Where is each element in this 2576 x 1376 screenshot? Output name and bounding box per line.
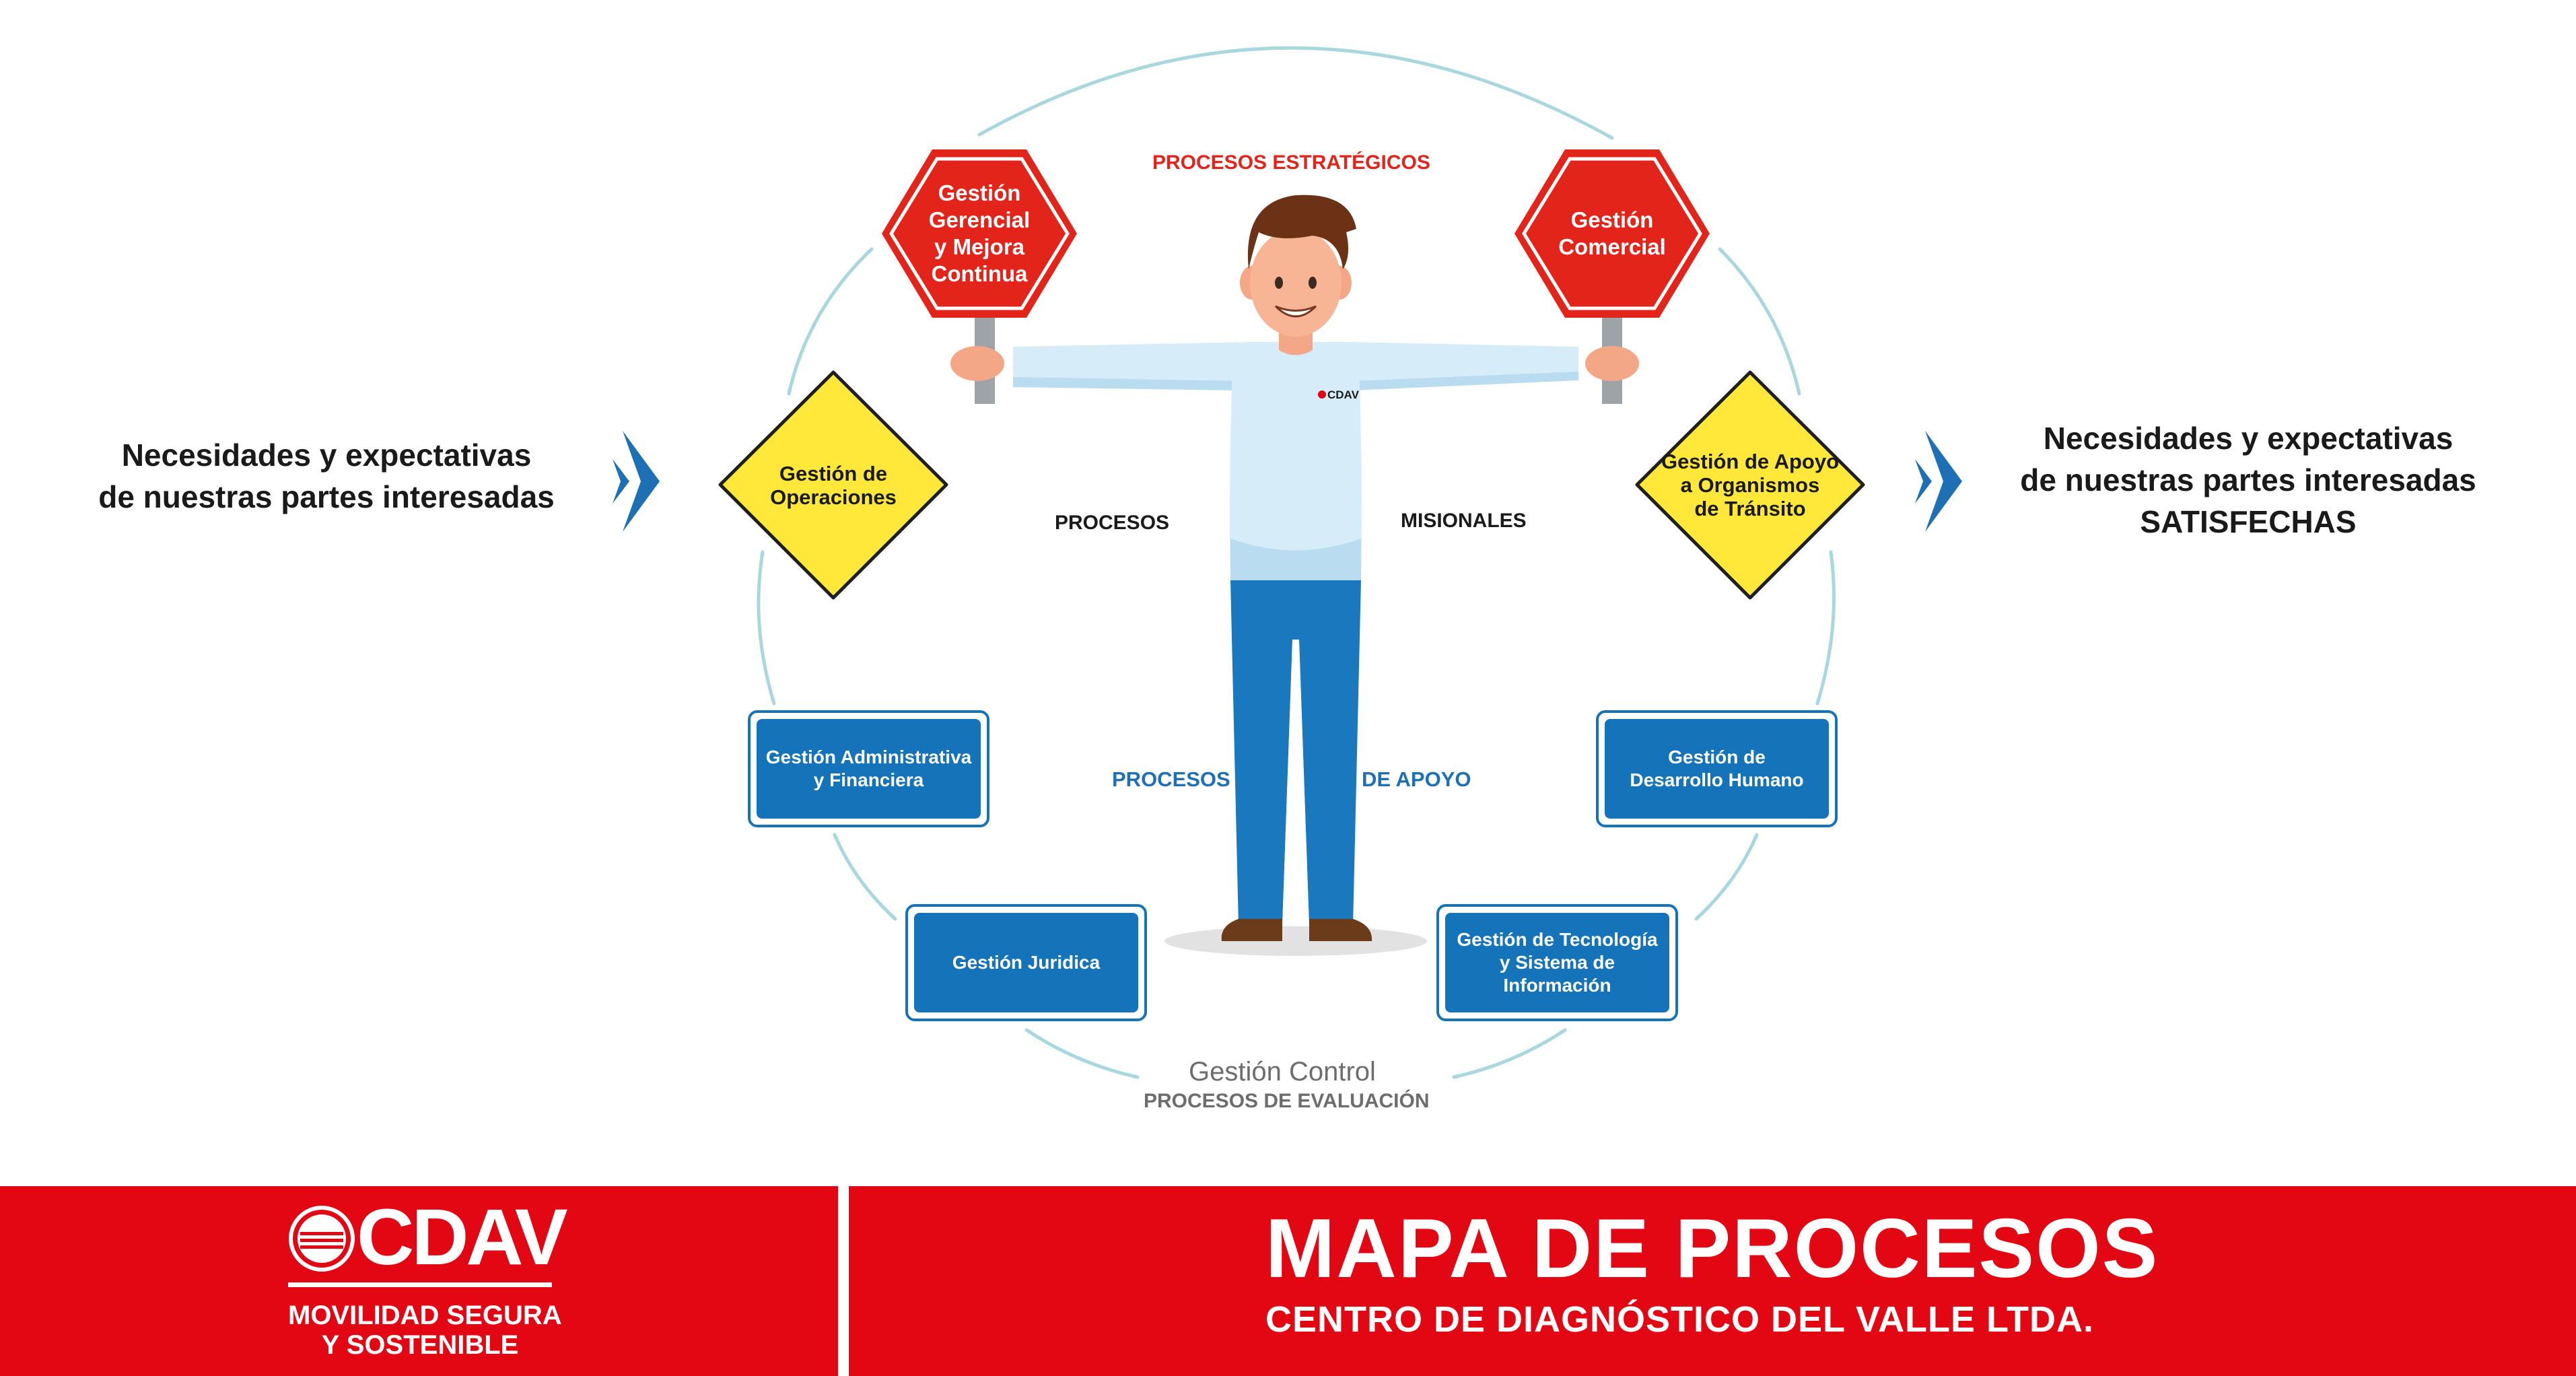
footer-slogan-line-1: MOVILIDAD SEGURA	[288, 1301, 562, 1330]
node-desarrollo-line-1: Gestión de	[1668, 747, 1766, 767]
node-gestion-administrativa: Gestión Administrativa y Financiera	[757, 719, 981, 819]
control-process-title: Gestión Control	[1189, 1057, 1376, 1087]
node-gerencial-line-4: Continua	[931, 261, 1028, 286]
node-gestion-comercial: Gestión Comercial	[1515, 149, 1710, 318]
cycle-arrow-desarrollo-tecnologia	[1694, 833, 1759, 921]
octagon-comercial	[1515, 149, 1710, 318]
right-text-line-2: de nuestras partes interesadas	[2020, 462, 2476, 497]
node-tecnologia-line-3: Información	[1503, 975, 1611, 996]
evaluation-processes-label: PROCESOS DE EVALUACIÓN	[1144, 1090, 1430, 1112]
node-tecnologia-line-2: y Sistema de	[1499, 952, 1615, 973]
node-gestion-operaciones: Gestión de Operaciones	[720, 372, 946, 598]
node-tecnologia-line-1: Gestión de Tecnología	[1457, 929, 1658, 950]
left-text-line-2: de nuestras partes interesadas	[98, 479, 555, 514]
node-gestion-desarrollo-humano: Gestión de Desarrollo Humano	[1605, 719, 1829, 819]
right-text-line-3: SATISFECHAS	[2140, 504, 2357, 539]
node-gerencial-line-2: Gerencial	[928, 207, 1031, 232]
missional-processes-label-right: MISIONALES	[1401, 510, 1527, 532]
cycle-arrow-comercial-apoyo	[1718, 247, 1801, 396]
support-processes-label-left: PROCESOS	[1112, 767, 1230, 791]
box-administrativa	[748, 710, 989, 827]
shirt-logo-icon	[1318, 390, 1326, 399]
person-illustration: CDAV	[950, 195, 1639, 956]
footer-slogan-line-2: Y SOSTENIBLE	[321, 1330, 519, 1360]
node-operaciones-line-2: Operaciones	[770, 485, 897, 509]
node-gerencial-line-3: y Mejora	[934, 234, 1024, 259]
right-chevron-icon	[1915, 431, 1962, 532]
cycle-arrow-juridica-control	[1024, 1028, 1140, 1079]
node-gestion-gerencial: Gestión Gerencial y Mejora Continua	[882, 149, 1077, 318]
right-shoe	[1309, 919, 1372, 941]
cycle-arrow-administrativa-juridica	[833, 833, 897, 921]
left-text-line-1: Necesidades y expectativas	[121, 438, 532, 473]
node-operaciones-line-1: Gestión de	[779, 461, 888, 485]
footer-title: MAPA DE PROCESOS	[1265, 1202, 2159, 1295]
node-gestion-apoyo-transito: Gestión de Apoyo a Organismos de Tránsit…	[1637, 372, 1863, 598]
left-chevron-icon	[613, 431, 660, 532]
node-juridica-line-1: Gestión Juridica	[952, 952, 1101, 973]
node-gerencial-line-1: Gestión	[938, 180, 1021, 205]
missional-processes-label-left: PROCESOS	[1055, 512, 1170, 534]
left-stakeholder-needs: Necesidades y expectativas de nuestras p…	[47, 434, 606, 518]
process-diagram: CDAV	[613, 46, 1962, 1079]
node-apoyo-line-3: de Tránsito	[1694, 497, 1806, 520]
node-administrativa-line-2: y Financiera	[813, 769, 924, 790]
left-hand	[950, 346, 1004, 381]
node-desarrollo-line-2: Desarrollo Humano	[1630, 769, 1804, 790]
node-administrativa-line-1: Gestión Administrativa	[765, 747, 972, 767]
person-shadow	[1164, 926, 1427, 956]
node-gestion-juridica: Gestión Juridica	[914, 913, 1138, 1012]
node-comercial-line-2: Comercial	[1558, 234, 1666, 259]
box-juridica	[905, 904, 1147, 1021]
strategic-processes-label: PROCESOS ESTRATÉGICOS	[1152, 151, 1430, 174]
logo-underline	[288, 1282, 552, 1287]
right-stakeholder-needs: Necesidades y expectativas de nuestras p…	[1979, 417, 2517, 543]
face	[1250, 229, 1342, 337]
footer-divider	[838, 1186, 849, 1376]
cycle-arrow-operaciones-administrativa	[757, 550, 776, 706]
footer-logo-text: CDAV	[357, 1193, 568, 1282]
person-shirt	[1230, 345, 1362, 582]
cycle-arrow-apoyo-desarrollo	[1815, 550, 1836, 706]
cdav-logo-icon	[289, 1206, 355, 1272]
right-text-line-1: Necesidades y expectativas	[2043, 421, 2453, 456]
node-apoyo-line-1: Gestión de Apoyo	[1661, 450, 1840, 473]
diamond-operaciones	[718, 370, 948, 600]
cycle-arrow-gerencial-operaciones	[787, 247, 874, 396]
cycle-arrows	[757, 46, 1836, 1079]
footer-subtitle: CENTRO DE DIAGNÓSTICO DEL VALLE LTDA.	[1265, 1299, 2095, 1340]
diamond-apoyo-transito	[1635, 370, 1865, 600]
hair	[1247, 195, 1356, 269]
node-apoyo-line-2: a Organismos	[1680, 473, 1820, 497]
cycle-arrow-tecnologia-control	[1452, 1028, 1567, 1079]
person-pants	[1230, 580, 1361, 926]
box-desarrollo-humano	[1596, 710, 1838, 827]
box-tecnologia	[1436, 904, 1678, 1021]
cycle-arrow-top	[977, 46, 1614, 140]
right-hand	[1585, 346, 1639, 381]
shirt-logo-text: CDAV	[1327, 388, 1360, 401]
node-gestion-tecnologia: Gestión de Tecnología y Sistema de Infor…	[1445, 913, 1669, 1012]
node-comercial-line-1: Gestión	[1570, 207, 1654, 232]
left-shoe	[1221, 919, 1282, 941]
support-processes-label-right: DE APOYO	[1362, 767, 1471, 791]
footer-bar	[0, 1186, 2576, 1376]
octagon-gerencial	[882, 149, 1077, 318]
